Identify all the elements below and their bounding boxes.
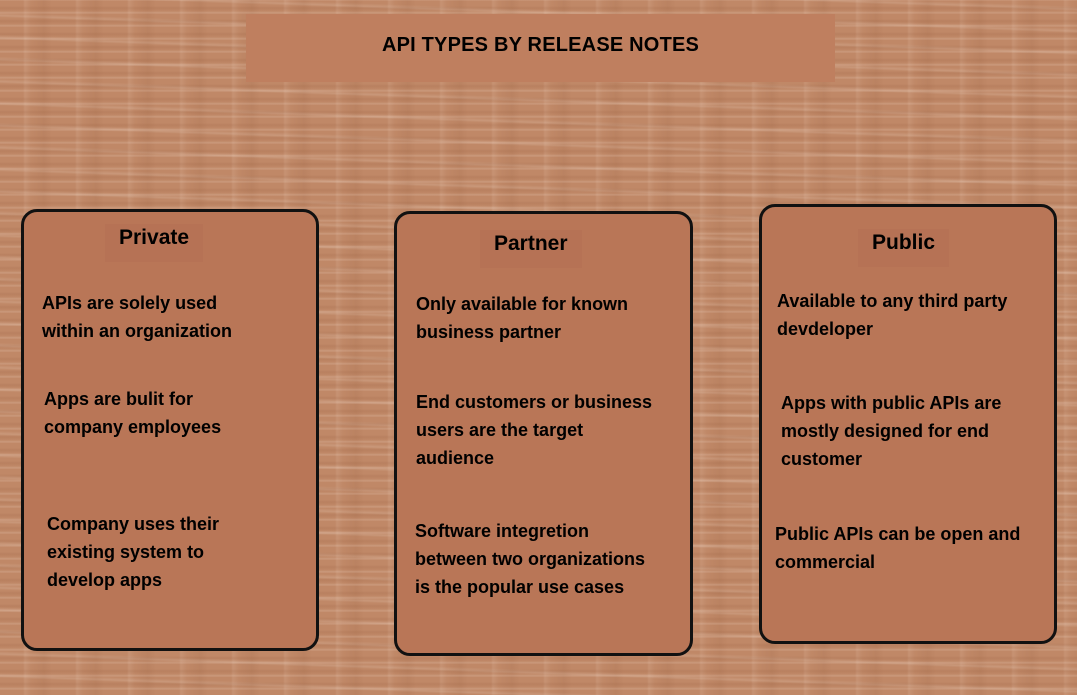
public-card: Public Available to any third party devd… (759, 204, 1057, 644)
card-header-private: Private (105, 224, 204, 262)
partner-card: Partner Only available for known busines… (394, 211, 693, 656)
card-point: Apps are bulit for company employees (44, 389, 222, 437)
card-point: Software integretion between two organiz… (415, 521, 646, 597)
private-card: Private APIs are solely used within an o… (21, 209, 319, 651)
card-point: Apps with public APIs are mostly designe… (781, 393, 1002, 469)
page-title: API TYPES BY RELEASE NOTES (381, 33, 700, 56)
card-header-public: Public (858, 229, 950, 267)
card-header-partner: Partner (480, 230, 582, 268)
card-point: End customers or business users are the … (416, 392, 653, 468)
card-point: Company uses their existing system to de… (47, 514, 220, 590)
card-point: Only available for known business partne… (416, 294, 629, 342)
title-banner: API TYPES BY RELEASE NOTES (246, 14, 835, 82)
card-point: APIs are solely used within an organizat… (42, 293, 232, 341)
card-point: Available to any third party devdeloper (777, 291, 1008, 339)
card-point: Public APIs can be open and commercial (775, 524, 1021, 572)
